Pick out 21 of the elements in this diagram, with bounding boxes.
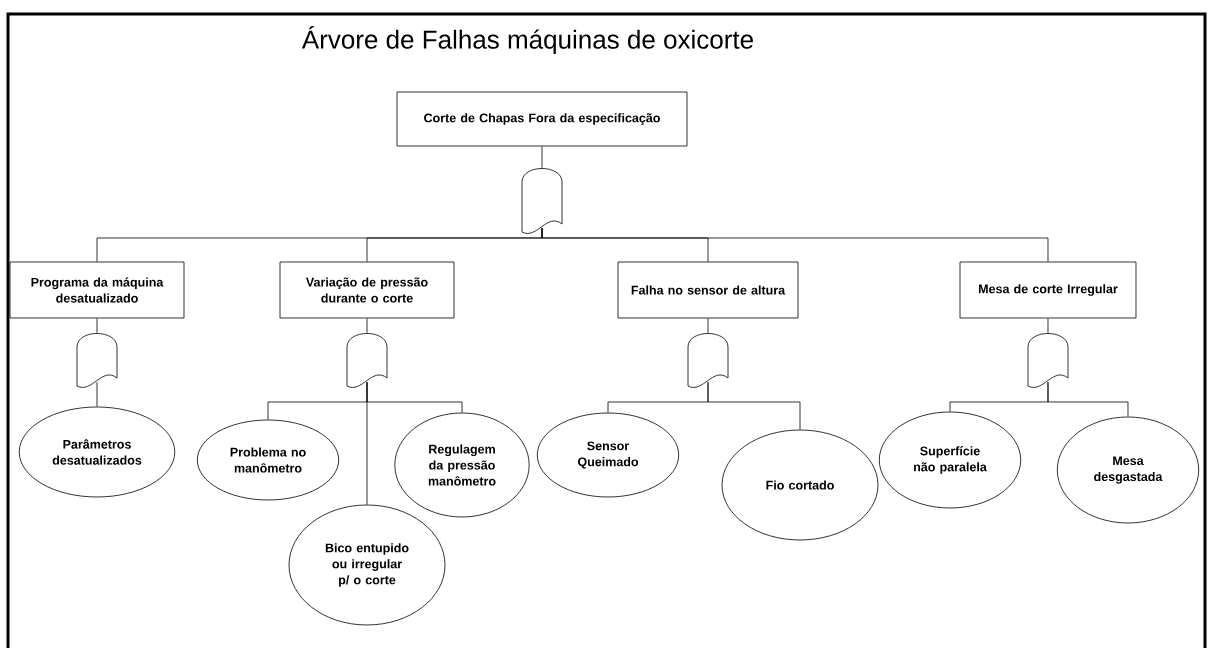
or-gate <box>521 168 563 234</box>
or-gate <box>687 333 729 388</box>
or-gate <box>76 333 118 388</box>
event-box: Programa da máquina desatualizado <box>9 261 185 319</box>
connector-line <box>541 146 543 169</box>
connector-line <box>707 381 801 430</box>
event-box: Falha no sensor de altura <box>617 261 799 319</box>
event-box: Corte de Chapas Fora da especificação <box>396 91 688 147</box>
or-gate <box>346 333 388 388</box>
event-box: Variação de pressão durante o corte <box>279 261 455 319</box>
connector-line <box>366 318 368 334</box>
connector-line <box>96 318 98 334</box>
connector-line <box>366 381 368 505</box>
title: Árvore de Falhas máquinas de oxicorte <box>301 26 753 54</box>
connector-line <box>1047 318 1049 334</box>
event-box: Mesa de corte Irregular <box>959 261 1137 319</box>
connector-line <box>541 227 1049 262</box>
connector-line <box>96 381 98 407</box>
connector-line <box>1047 381 1129 417</box>
connector-line <box>707 318 709 334</box>
or-gate <box>1027 333 1069 388</box>
